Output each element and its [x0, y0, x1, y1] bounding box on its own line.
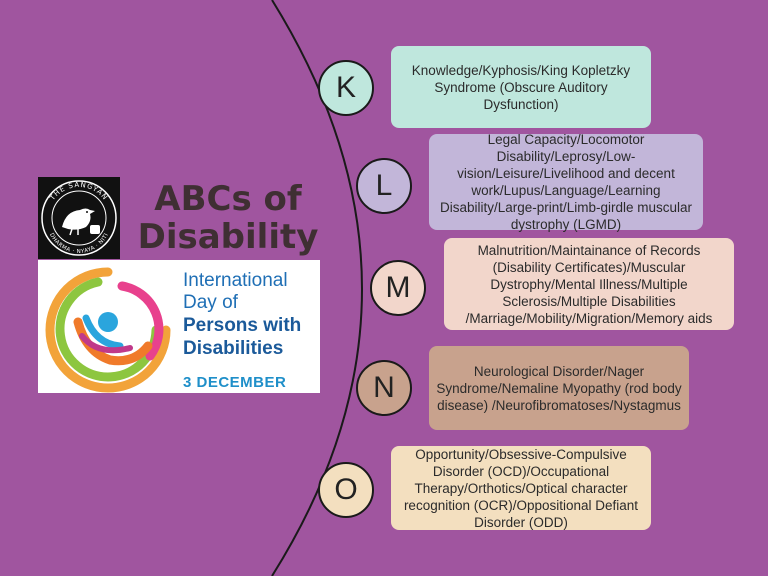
idpd-line-3: Persons with	[183, 315, 302, 336]
page-title: ABCs of Disability	[137, 179, 319, 257]
svg-text:DHARMA · NYAYA · NITI: DHARMA · NYAYA · NITI	[48, 232, 110, 255]
letter-circle-m: M	[370, 260, 426, 316]
idpd-emblem-icon	[45, 267, 171, 393]
letter-circle-l: L	[356, 158, 412, 214]
crow-icon	[62, 208, 100, 236]
international-day-banner: International Day of Persons with Disabi…	[38, 260, 320, 393]
idpd-date: 3 DECEMBER	[183, 374, 287, 391]
card-o: Opportunity/Obsessive-Compulsive Disorde…	[391, 446, 651, 530]
card-m: Malnutrition/Maintainance of Records (Di…	[444, 238, 734, 330]
idpd-line-1: International	[183, 270, 288, 291]
card-k: Knowledge/Kyphosis/King Kopletzky Syndro…	[391, 46, 651, 128]
sangyan-logo: THE SANGYAN DHARMA · NYAYA · NITI	[38, 177, 120, 259]
idpd-line-2: Day of	[183, 292, 238, 313]
logo-bottom-text: DHARMA · NYAYA · NITI	[48, 232, 110, 255]
svg-text:THE SANGYAN: THE SANGYAN	[48, 181, 110, 203]
letter-circle-o: O	[318, 462, 374, 518]
logo-top-text: THE SANGYAN	[48, 181, 109, 203]
idpd-line-4: Disabilities	[183, 338, 284, 359]
letter-circle-n: N	[356, 360, 412, 416]
card-n: Neurological Disorder/Nager Syndrome/Nem…	[429, 346, 689, 430]
card-l: Legal Capacity/Locomotor Disability/Lepr…	[429, 132, 703, 232]
letter-circle-k: K	[318, 60, 374, 116]
